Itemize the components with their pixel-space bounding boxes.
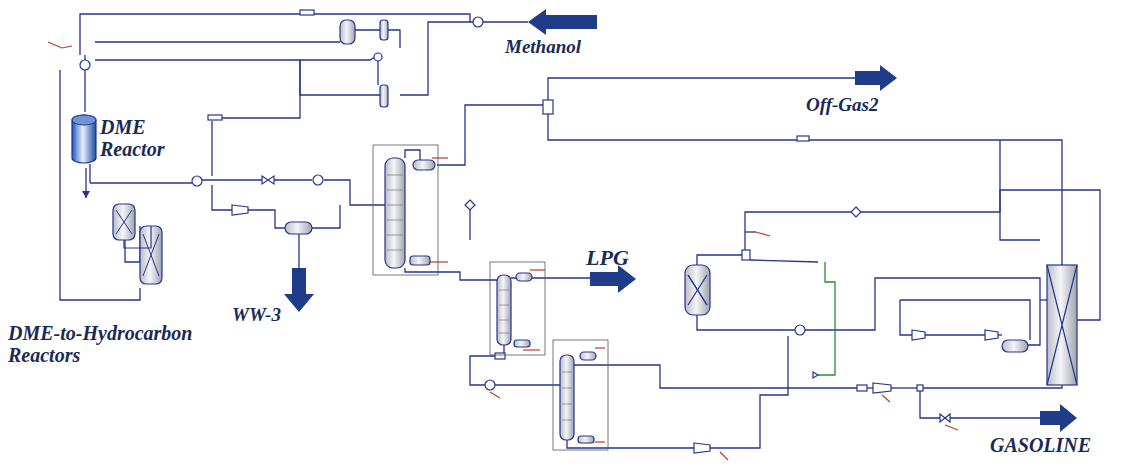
- node-label: DME Reactor: [100, 116, 184, 160]
- node-label: DME-to-Hydrocarbon Reactors: [8, 322, 253, 366]
- reactor-group-node: DME-to-Hydrocarbon Reactors: [5, 198, 255, 368]
- stream-label: WW-3: [232, 305, 281, 326]
- stream-label: Methanol: [505, 37, 581, 58]
- stream-label: Off-Gas2: [806, 95, 878, 116]
- reactor-pair: [5, 198, 175, 293]
- reactor-vessel: [70, 112, 98, 166]
- stream-label: LPG: [586, 246, 629, 270]
- reactor-node: DME Reactor: [70, 112, 186, 168]
- stream-label: GASOLINE: [990, 434, 1091, 456]
- process-stream: [82, 168, 90, 198]
